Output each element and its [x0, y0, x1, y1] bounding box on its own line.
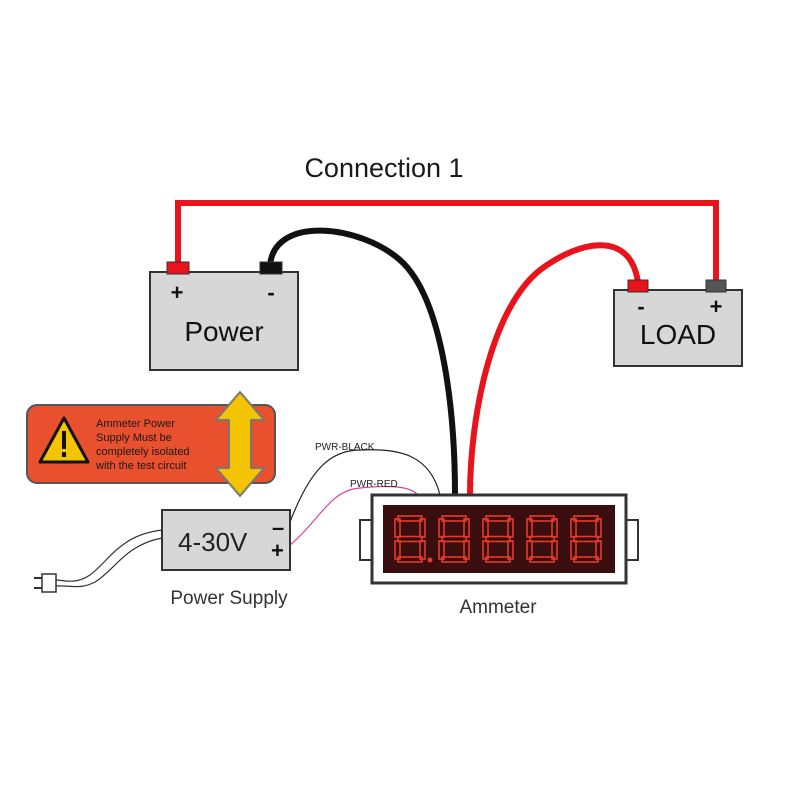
digit-4-segment-6	[573, 535, 599, 543]
power-supply-voltage: 4-30V	[178, 527, 248, 557]
digit-0-segment-6	[397, 535, 423, 543]
pwr-red-wire	[289, 485, 419, 546]
diagram-title: Connection 1	[304, 153, 463, 183]
psu-minus-label: –	[272, 515, 284, 540]
warning-line-2: Supply Must be	[96, 432, 172, 444]
load-negative-terminal	[627, 279, 649, 293]
load-minus-label: -	[637, 294, 644, 319]
warning-line-1: Ammeter Power	[96, 418, 175, 430]
pwr-black-label: PWR-BLACK	[315, 442, 375, 453]
load-label: LOAD	[640, 319, 716, 350]
load-box: - + LOAD	[613, 279, 743, 367]
digit-2-segment-6	[485, 535, 511, 543]
isolation-warning: Ammeter Power Supply Must be completely …	[26, 404, 276, 484]
decimal-point	[427, 557, 433, 563]
ammeter	[359, 493, 639, 585]
red-wire-load	[467, 242, 641, 496]
power-minus-label: -	[267, 280, 274, 305]
black-wire	[267, 227, 458, 496]
digit-3-segment-6	[529, 535, 555, 543]
warning-line-3: completely isolated	[96, 446, 190, 458]
pwr-red-label: PWR-RED	[350, 479, 398, 490]
warning-triangle-icon	[38, 416, 90, 464]
power-box: + - Power	[149, 261, 299, 371]
load-positive-terminal	[705, 279, 727, 293]
seven-segment-digits	[394, 515, 602, 563]
power-negative-terminal	[259, 261, 283, 275]
warning-line-4: with the test circuit	[95, 460, 186, 472]
ammeter-caption: Ammeter	[459, 597, 537, 618]
pwr-black-wire	[289, 449, 441, 523]
psu-plus-label: +	[271, 538, 284, 563]
power-positive-terminal	[166, 261, 190, 275]
power-label: Power	[184, 316, 263, 347]
power-supply-caption: Power Supply	[170, 588, 288, 609]
power-supply-box: 4-30V – +	[161, 509, 291, 571]
power-plug	[34, 529, 163, 593]
load-plus-label: +	[710, 294, 723, 319]
digit-1-segment-6	[441, 535, 467, 543]
power-plus-label: +	[171, 280, 184, 305]
isolation-arrow-icon	[215, 391, 265, 497]
red-wire-top	[175, 200, 719, 285]
